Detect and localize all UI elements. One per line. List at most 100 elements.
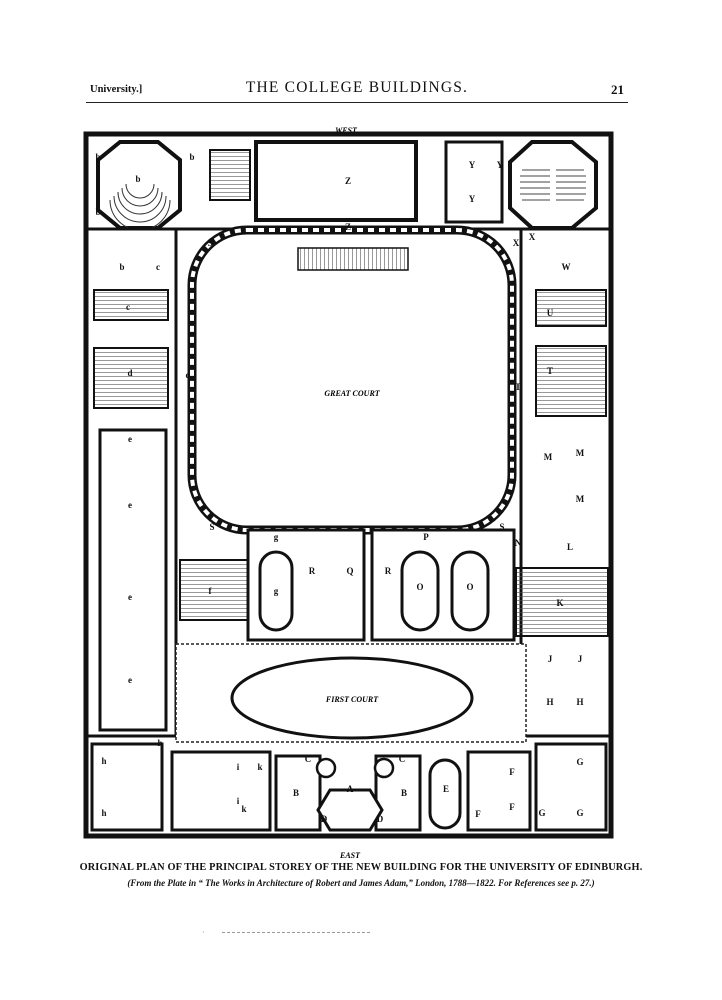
svg-text:Q: Q	[346, 566, 353, 576]
svg-text:G: G	[538, 808, 545, 818]
first-court-label: FIRST COURT	[325, 695, 379, 704]
first-court-oval	[230, 656, 474, 740]
svg-text:N: N	[515, 538, 522, 548]
room-f-hatched	[179, 559, 249, 621]
svg-text:C: C	[305, 754, 312, 764]
svg-text:D: D	[377, 814, 384, 824]
room-d-hatched	[93, 347, 169, 409]
svg-text:B: B	[293, 788, 299, 798]
svg-text:b: b	[95, 207, 100, 217]
svg-text:T: T	[515, 382, 521, 392]
room-a-hatched	[209, 149, 251, 201]
south-range	[519, 227, 613, 738]
great-court-label: GREAT COURT	[324, 389, 380, 398]
east-label: EAST	[339, 851, 361, 860]
page-title: THE COLLEGE BUILDINGS.	[245, 79, 469, 96]
svg-text:E: E	[443, 784, 449, 794]
room-y	[444, 140, 504, 224]
svg-text:g: g	[274, 586, 279, 596]
svg-text:Y: Y	[469, 194, 476, 204]
svg-text:L: L	[567, 542, 573, 552]
central-block	[246, 528, 516, 642]
svg-text:Z: Z	[345, 176, 351, 186]
court-steps-west	[297, 247, 409, 271]
svg-text:W: W	[562, 262, 571, 272]
svg-text:e: e	[128, 500, 132, 510]
svg-text:G: G	[576, 808, 583, 818]
svg-text:f: f	[209, 586, 213, 596]
svg-text:h: h	[101, 756, 106, 766]
svg-text:A: A	[347, 784, 354, 794]
svg-text:c: c	[126, 302, 130, 312]
svg-text:M: M	[576, 494, 585, 504]
svg-text:K: K	[556, 598, 563, 608]
floor-plan: WEST EAST GREAT COURT	[83, 126, 614, 860]
svg-text:h: h	[157, 738, 162, 748]
svg-text:M: M	[544, 452, 553, 462]
svg-text:H: H	[576, 697, 583, 707]
svg-text:i: i	[237, 796, 240, 806]
room-k-hatched	[515, 567, 609, 637]
svg-text:d: d	[127, 368, 132, 378]
svg-text:F: F	[475, 809, 481, 819]
svg-text:S: S	[207, 238, 212, 248]
svg-text:b: b	[95, 152, 100, 162]
north-range	[84, 227, 178, 738]
svg-text:e: e	[128, 434, 132, 444]
theatre-seating-right	[520, 169, 586, 201]
svg-text:g: g	[274, 532, 279, 542]
svg-text:F: F	[509, 767, 515, 777]
svg-text:J: J	[548, 654, 553, 664]
svg-text:c: c	[156, 262, 160, 272]
lecture-theatre-b	[96, 140, 182, 230]
section-label: University.]	[90, 84, 143, 95]
room-t-hatched	[535, 345, 607, 417]
svg-text:X: X	[529, 232, 536, 242]
svg-text:D: D	[321, 814, 328, 824]
svg-text:M: M	[576, 448, 585, 458]
svg-text:Y: Y	[497, 160, 504, 170]
svg-text:C: C	[399, 754, 406, 764]
svg-text:O: O	[466, 582, 473, 592]
room-c-hatched	[93, 289, 169, 321]
plan-caption: ORIGINAL PLAN OF THE PRINCIPAL STOREY OF…	[79, 862, 643, 873]
svg-text:F: F	[509, 802, 515, 812]
svg-text:b: b	[135, 174, 140, 184]
svg-text:i: i	[237, 762, 240, 772]
svg-text:h: h	[101, 808, 106, 818]
gallery-e	[98, 428, 168, 732]
svg-text:S: S	[209, 522, 214, 532]
west-label: WEST	[335, 126, 358, 135]
svg-text:B: B	[401, 788, 407, 798]
svg-text:Y: Y	[469, 160, 476, 170]
footer-rule	[222, 932, 370, 933]
svg-text:b: b	[119, 262, 124, 272]
svg-text:d: d	[185, 370, 190, 380]
hall-z	[254, 140, 418, 222]
svg-text:k: k	[257, 762, 262, 772]
svg-text:T: T	[547, 366, 553, 376]
svg-text:O: O	[416, 582, 423, 592]
running-head: University.] THE COLLEGE BUILDINGS. 21	[86, 78, 628, 103]
entrance-hall-a	[316, 788, 384, 832]
lecture-theatre-x	[508, 140, 598, 230]
staircase-left	[315, 757, 337, 779]
room-u-hatched	[535, 289, 607, 327]
great-court	[187, 225, 517, 535]
svg-text:R: R	[309, 566, 316, 576]
svg-text:U: U	[547, 308, 554, 318]
svg-text:G: G	[576, 757, 583, 767]
svg-text:H: H	[546, 697, 553, 707]
svg-text:b: b	[189, 152, 194, 162]
svg-text:P: P	[423, 532, 429, 542]
svg-text:X: X	[513, 238, 520, 248]
page-number: 21	[611, 82, 624, 97]
page-mark: ·	[202, 928, 205, 937]
svg-text:e: e	[128, 592, 132, 602]
svg-text:R: R	[385, 566, 392, 576]
staircase-right	[373, 757, 395, 779]
svg-text:J: J	[578, 654, 583, 664]
plan-source-note: (From the Plate in “ The Works in Archit…	[127, 878, 595, 888]
svg-text:k: k	[241, 804, 246, 814]
